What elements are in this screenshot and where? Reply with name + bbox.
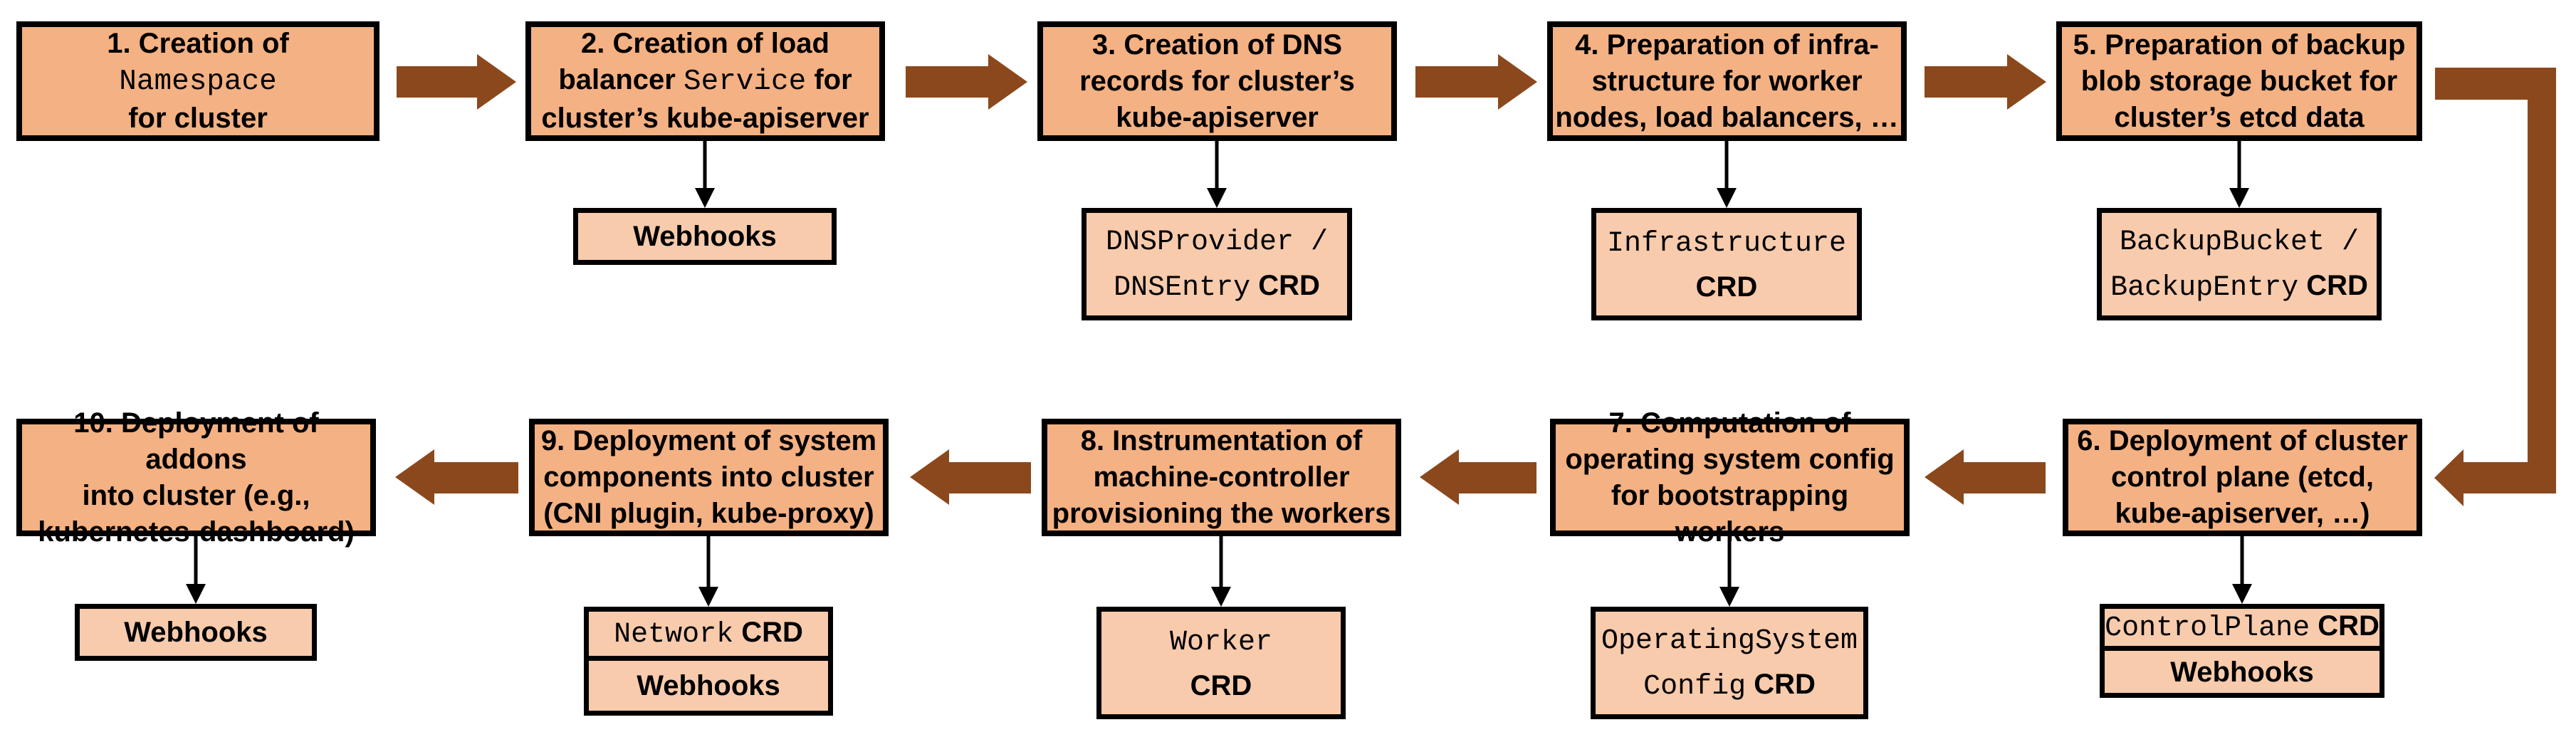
step-6-sub-stack: ControlPlane CRD Webhooks xyxy=(2100,604,2384,698)
flow-arrow-step5-step6 xyxy=(2434,68,2556,506)
step5-sub-connector xyxy=(2229,141,2249,208)
step-9-webhooks-label: Webhooks xyxy=(637,670,780,701)
step-2-webhooks-label: Webhooks xyxy=(633,221,777,252)
step-4-label: 4. Preparation of infra-structure for wo… xyxy=(1555,28,1899,133)
flow-arrow-step9-step10 xyxy=(395,449,518,505)
flow-arrow-step7-step8 xyxy=(1420,449,1536,505)
step-5-crd-label: BackupBucket /BackupEntry CRD xyxy=(2110,226,2368,304)
step-4-box: 4. Preparation of infra-structure for wo… xyxy=(1547,21,1907,141)
flow-arrow-step2-step3 xyxy=(906,54,1027,110)
step-2-webhooks-box: Webhooks xyxy=(573,208,837,265)
flow-arrow-step3-step4 xyxy=(1415,54,1537,110)
step9-sub-connector xyxy=(698,536,718,607)
step10-sub-connector xyxy=(186,536,206,604)
step6-sub-connector xyxy=(2232,536,2252,604)
flow-arrow-step6-step7 xyxy=(1925,449,2046,505)
step-3-crd-box: DNSProvider /DNSEntry CRD xyxy=(1082,208,1352,320)
step-6-crd-label: ControlPlane CRD xyxy=(2105,610,2379,644)
step4-sub-connector xyxy=(1717,141,1737,208)
step3-sub-connector xyxy=(1207,141,1227,208)
flow-arrow-step4-step5 xyxy=(1925,54,2046,110)
step-9-crd-box: Network CRD xyxy=(584,607,833,661)
flow-arrow-step8-step9 xyxy=(910,449,1031,505)
step-3-crd-label: DNSProvider /DNSEntry CRD xyxy=(1105,226,1329,304)
step-6-crd-box: ControlPlane CRD xyxy=(2100,604,2384,651)
step2-sub-connector xyxy=(695,141,715,208)
step-6-webhooks-label: Webhooks xyxy=(2170,656,2314,688)
step-9-webhooks-box: Webhooks xyxy=(584,661,833,716)
step8-sub-connector xyxy=(1211,536,1231,607)
step-5-crd-box: BackupBucket /BackupEntry CRD xyxy=(2097,208,2382,320)
step7-sub-connector xyxy=(1719,536,1739,607)
flow-arrow-step1-step2 xyxy=(397,54,516,110)
step-6-webhooks-box: Webhooks xyxy=(2100,651,2384,698)
step-9-sub-stack: Network CRD Webhooks xyxy=(584,607,833,716)
step-9-crd-label: Network CRD xyxy=(614,617,803,651)
step-10-webhooks-label: Webhooks xyxy=(124,617,268,648)
step-10-webhooks-box: Webhooks xyxy=(75,604,317,661)
